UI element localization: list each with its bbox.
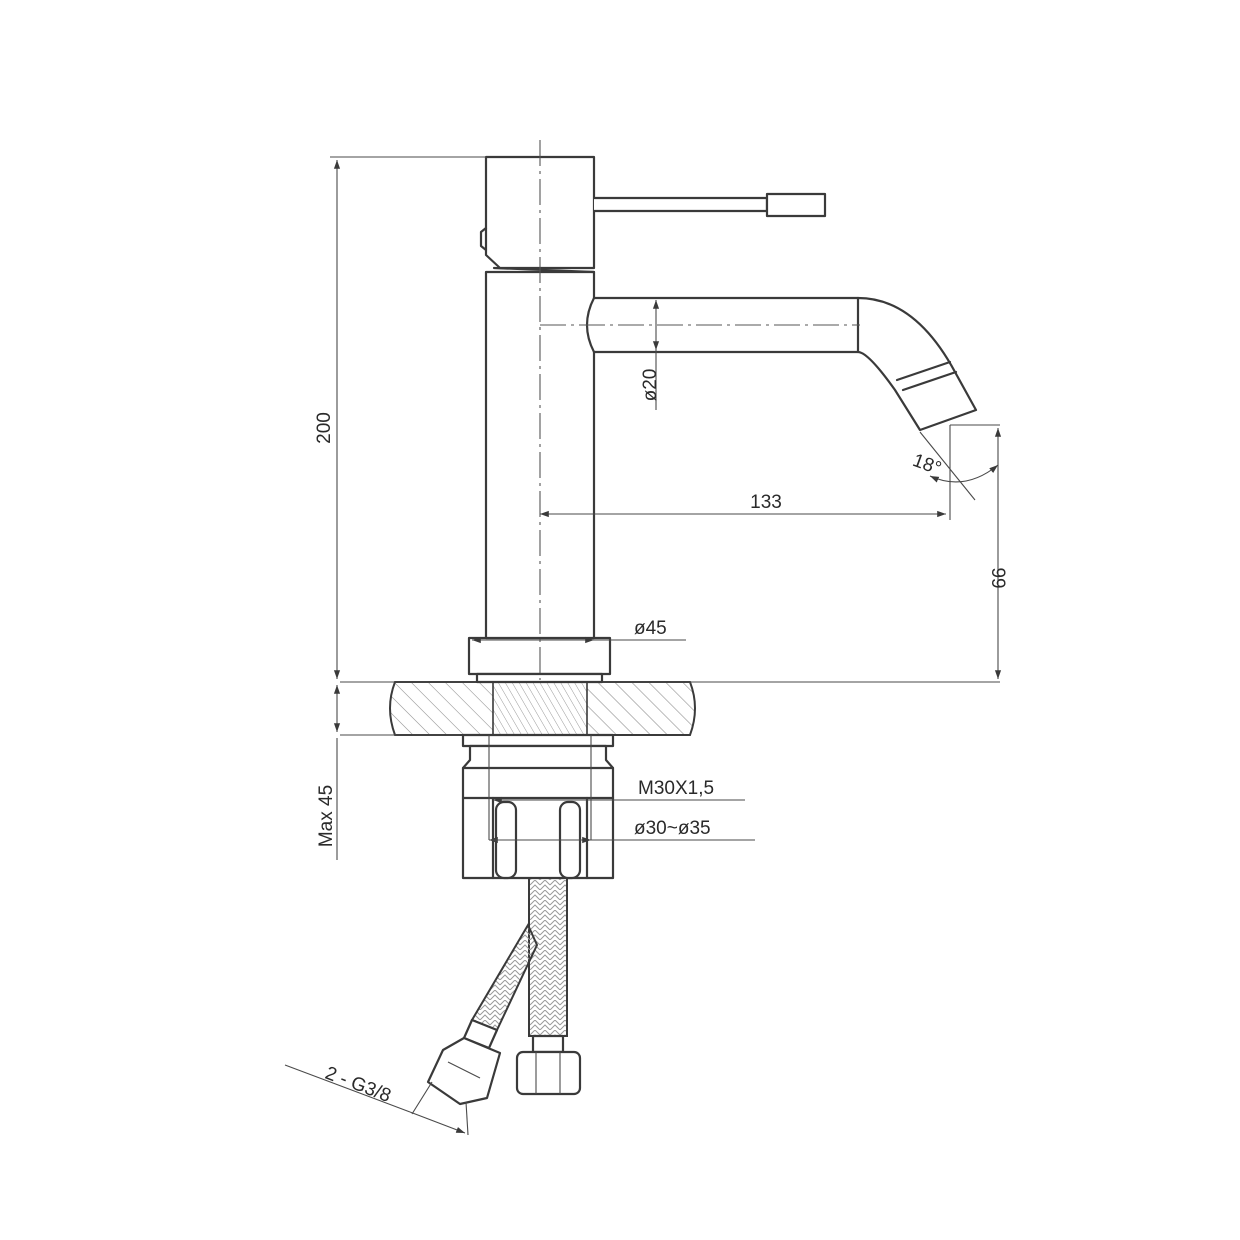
reach-label: 133 — [750, 492, 782, 513]
dimension-labels: 200 ø20 18° 133 99 ø45 M30X1,5 ø30~ø35 M… — [314, 369, 1008, 1107]
hose-connection-label: 2 - G3/8 — [322, 1063, 394, 1107]
base-diameter-label: ø45 — [634, 618, 667, 639]
spout-diameter-label: ø20 — [640, 369, 661, 402]
faucet-body — [467, 140, 978, 684]
dimension-lines — [284, 156, 1002, 1136]
countertop-section — [340, 681, 1000, 736]
mounting-assembly — [426, 733, 615, 1106]
max-thickness-label: Max 45 — [316, 785, 337, 847]
thread-label: M30X1,5 — [638, 778, 714, 799]
height-label: 200 — [314, 412, 335, 444]
hole-diameter-label: ø30~ø35 — [634, 818, 711, 839]
outlet-height-label: 99 — [987, 567, 1008, 588]
